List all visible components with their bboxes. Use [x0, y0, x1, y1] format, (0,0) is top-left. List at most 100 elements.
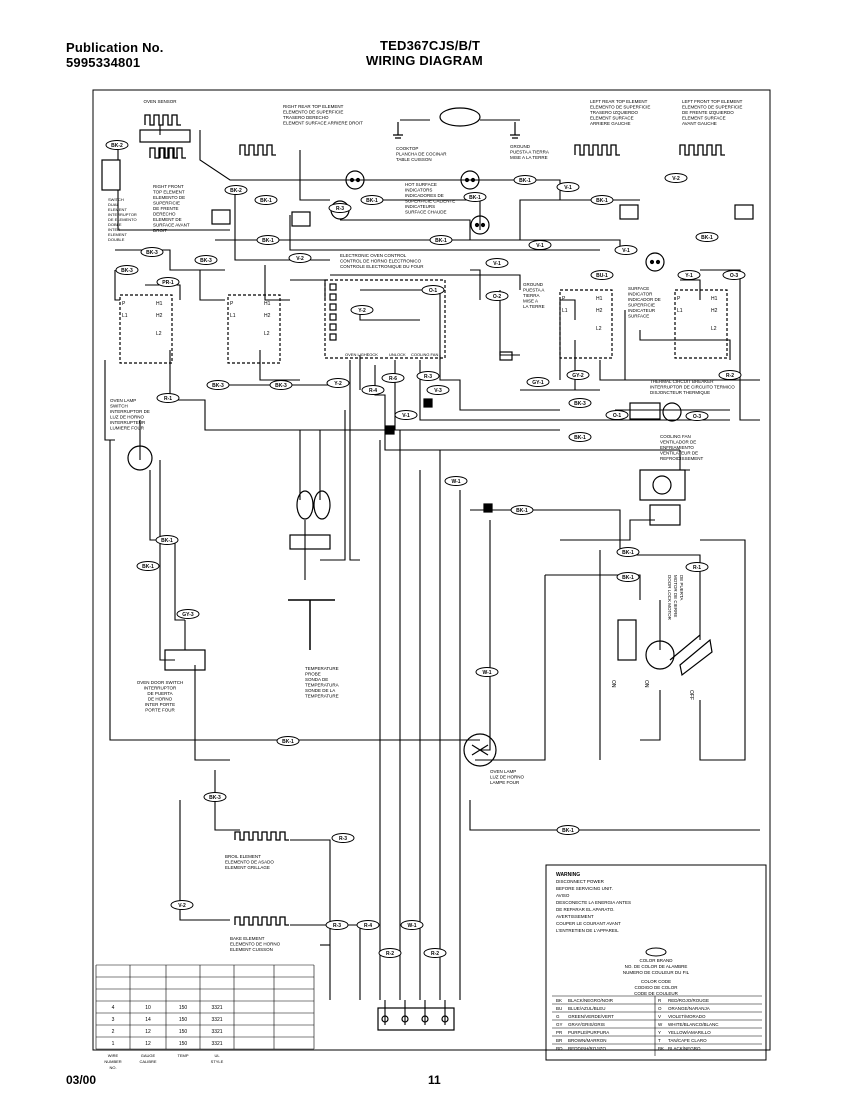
door-lock-label-line: DE PUERTA [679, 575, 684, 600]
table-header: STYLE [211, 1059, 224, 1064]
table-cell: 2 [112, 1029, 115, 1035]
wire-tag-oval [325, 920, 349, 930]
wire-tag: Y-2 [350, 305, 374, 315]
wire-tag-label: V-2 [296, 256, 304, 262]
temperature-probe-label-line: TEMPERATURE [305, 666, 339, 671]
wire-tag-label: BK-3 [275, 383, 287, 389]
right-front-label-line: DERECHO [153, 212, 176, 217]
oven-lamp-switch-label-line: OVEN LAMP [110, 398, 136, 403]
wire-tag: V-1 [614, 245, 638, 255]
wire-tag: BK-1 [616, 572, 640, 582]
broil-element-label-line: ELEMENTO DE ASADO [225, 860, 274, 865]
oven-lamp-label-line: LUZ DE HORNO [490, 775, 525, 780]
dual-element-switch [101, 159, 121, 191]
wire-tag-label: V-1 [564, 185, 572, 191]
wire-tag-label: BK-1 [366, 198, 378, 204]
wire-tag: GY-2 [566, 370, 590, 380]
diagram-border [92, 89, 771, 1051]
temperature-probe-label-line: SONDA DE [305, 677, 328, 682]
wire-tag-oval [426, 385, 450, 395]
hot-surface-label-line: SURFACE CHAUDE [405, 210, 447, 215]
wire-tag-oval [170, 900, 194, 910]
wire [290, 279, 326, 300]
right-front-label-line: DROIT [153, 228, 167, 233]
surface-indicator-label-line: SUPERFICIE [628, 303, 655, 308]
wire-tag-label: R-2 [386, 951, 394, 957]
wire-tag: R-6 [381, 373, 405, 383]
wire-tag: BK-1 [360, 195, 384, 205]
color-code: Y [658, 1030, 661, 1035]
table-cell: 3321 [211, 1017, 222, 1023]
left-front-label-line: ELEMENTO DE SUPERFICIE [682, 105, 742, 110]
switch-dual-label-line: DE ELEMENTO [108, 217, 137, 222]
switch-terminal-label: L2 [156, 331, 162, 337]
indicator-terminal [480, 222, 486, 228]
wire-tag-oval [350, 305, 374, 315]
wire-tag: BK-3 [568, 398, 592, 408]
wire-tag-label: BK-1 [516, 508, 528, 514]
switch-terminal-label: H2 [596, 308, 603, 314]
wire-tag-oval [140, 247, 164, 257]
ground-mid-label-line: GROUND [523, 282, 544, 287]
right-rear-label-line: TRASERO DERECHO [283, 115, 329, 120]
wire-tag: BU-1 [590, 270, 614, 280]
left-rear-label-line: ELEMENT SURFACE [590, 116, 634, 121]
wire-tag-oval [276, 736, 300, 746]
wire-tag: BK-3 [203, 792, 227, 802]
table-cell: 150 [179, 1041, 188, 1047]
wire-tag-oval [485, 291, 509, 301]
wire-tag-label: Y-2 [334, 381, 342, 387]
door-lock-label-line: MOTOR DE CIERRE [673, 575, 678, 617]
wire-tag-oval [568, 398, 592, 408]
wire-tag: R-2 [378, 948, 402, 958]
wire-tag: R-3 [328, 203, 352, 213]
color-code: BK [658, 1046, 664, 1051]
wire [545, 574, 641, 600]
surface-indicator-label-line: INDICATOR [628, 292, 653, 297]
wire-tag-oval [614, 245, 638, 255]
wire-tag-label: BK-3 [209, 795, 221, 801]
door-switch-label-line: OVEN DOOR SWITCH [137, 680, 184, 685]
wire-tag: V-2 [288, 253, 312, 263]
wire [700, 269, 760, 421]
wire [145, 284, 181, 300]
switch-terminal-label: P [677, 296, 681, 302]
wire-tag-oval [288, 253, 312, 263]
sensor-probe-element [149, 147, 186, 159]
surface-indicator-label-line: SURFACE [628, 286, 649, 291]
hot-surface-label-line: INDICADORES DE [405, 193, 444, 198]
wire-tag: R-1 [156, 393, 180, 403]
splice-connector [483, 503, 493, 513]
terminal-screw [401, 1015, 409, 1023]
wire-tag: BK-1 [513, 175, 537, 185]
wire [159, 460, 175, 661]
wire [384, 1000, 446, 1025]
wire [630, 554, 701, 640]
wire-tag-label: R-2 [431, 951, 439, 957]
oven-sensor-element [144, 114, 181, 126]
cooktop-label-line: TABLE CUISSON [396, 157, 432, 162]
wire-tag-oval [105, 140, 129, 150]
wire-tag-oval [444, 476, 468, 486]
control-strip-label: UNLOCK [389, 352, 406, 357]
left-front-label-line: ELEMENT SURFACE [682, 116, 726, 121]
switch-terminal-label: L2 [264, 331, 270, 337]
wire-tag-oval [485, 258, 509, 268]
wire-tag-oval [718, 370, 742, 380]
wire-tag-label: Y-1 [685, 273, 693, 279]
temperature-limiter [211, 209, 231, 225]
wire-tag-oval [328, 203, 352, 213]
wire-tag-oval [423, 948, 447, 958]
wire-tag: BK-1 [695, 232, 719, 242]
evc-terminal [329, 283, 337, 291]
wire-tag-oval [513, 175, 537, 185]
bake-element-label-line: ELEMENT CUISSON [230, 947, 273, 952]
right-rear-label-line: RIGHT REAR TOP ELEMENT [283, 104, 344, 109]
door-switch-label-line: PORTE FOUR [145, 708, 175, 713]
wire-tag-label: R-3 [424, 374, 432, 380]
cooling-fan-motor [639, 469, 686, 501]
